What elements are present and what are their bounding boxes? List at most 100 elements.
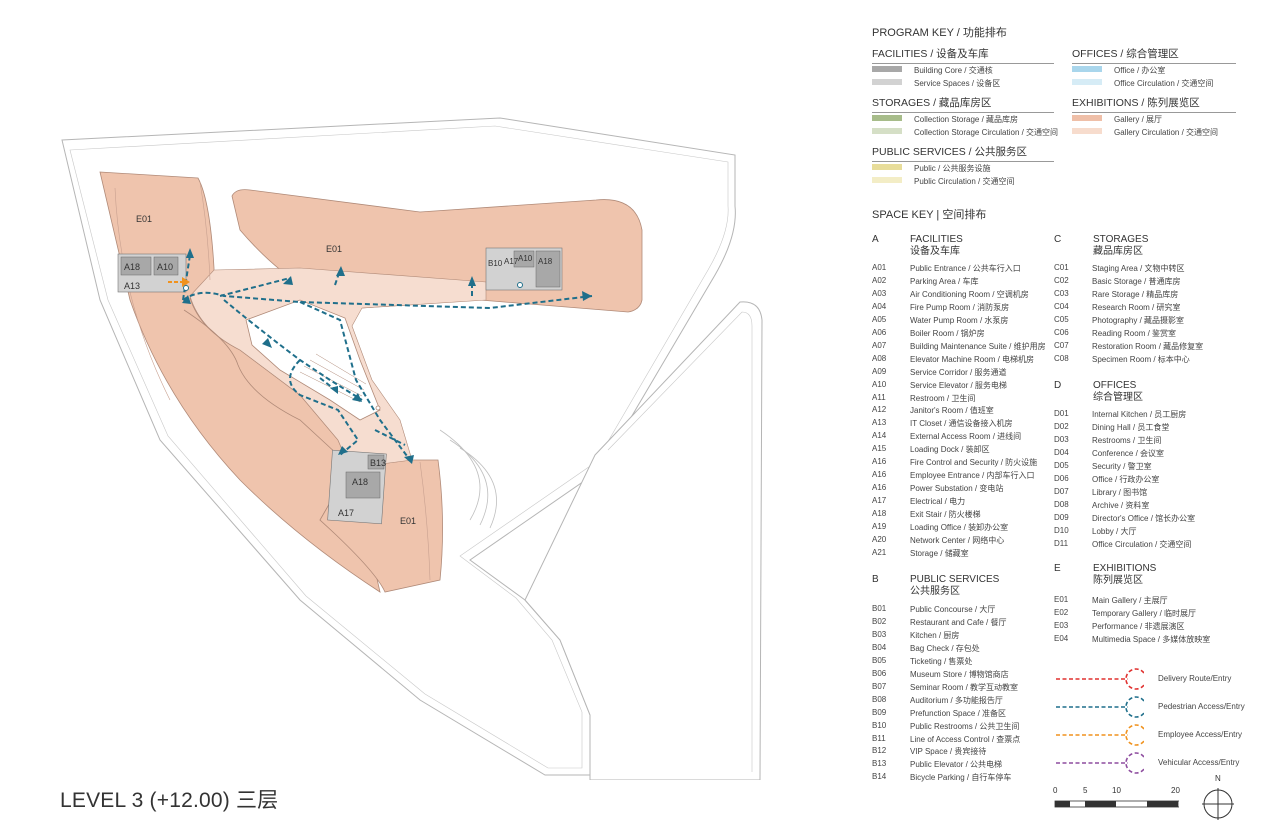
program-group-storages: STORAGES / 藏品库房区	[872, 95, 1054, 113]
space-code: A16	[872, 470, 887, 480]
core-south-elevator	[367, 454, 385, 470]
space-name: Auditorium / 多功能报告厅	[910, 695, 1003, 705]
space-name: Internal Kitchen / 员工厨房	[1092, 410, 1187, 419]
space-code: B02	[872, 616, 887, 626]
swatch-label: Gallery / 展厅	[1114, 115, 1163, 124]
pedestrian-routes	[182, 254, 593, 461]
swatch-label: Public Circulation / 交通空间	[914, 177, 1015, 186]
space-code: A17	[872, 496, 887, 506]
core-label: A17	[338, 508, 354, 518]
space-name: Fire Pump Room / 消防泵房	[910, 302, 1010, 312]
space-code: B10	[872, 720, 887, 730]
space-code: A08	[872, 353, 887, 363]
ramp-lines	[299, 353, 367, 403]
plaza-arc-2	[449, 439, 489, 526]
swatch-label: Building Core / 交通核	[914, 66, 993, 75]
space-code: D11	[1054, 538, 1069, 548]
swatch-label: Service Spaces / 设备区	[914, 79, 1001, 88]
space-code: C06	[1054, 327, 1069, 337]
space-name: Air Conditioning Room / 空调机房	[910, 289, 1029, 299]
space-name: Employee Entrance / 内部车行入口	[910, 471, 1035, 481]
space-code: C05	[1054, 314, 1069, 324]
space-code: B05	[872, 655, 887, 665]
scale-tick: 0	[1053, 786, 1058, 795]
space-name: Prefunction Space / 准备区	[910, 708, 1007, 718]
swatch	[1072, 66, 1102, 72]
space-name: Restoration Room / 藏品修复室	[1092, 341, 1204, 351]
space-name: Public Concourse / 大厅	[910, 605, 996, 614]
swatch-label: Office Circulation / 交通空间	[1114, 79, 1214, 88]
space-name: Boiler Room / 锅炉房	[910, 328, 985, 338]
section-letter: C	[1054, 234, 1062, 245]
space-name: Public Entrance / 公共车行入口	[910, 264, 1021, 273]
swatch	[872, 128, 902, 134]
space-name: Power Substation / 变电站	[910, 484, 1004, 494]
space-name: Bicycle Parking / 自行车停车	[910, 773, 1012, 783]
space-name: Office Circulation / 交通空间	[1092, 539, 1192, 549]
plaza-arc	[439, 429, 481, 521]
space-code: B14	[872, 772, 887, 782]
space-name: Rare Storage / 精品库房	[1092, 289, 1179, 299]
section-letter: B	[872, 574, 879, 585]
site-outline-inner	[69, 125, 729, 769]
space-code: E03	[1054, 620, 1069, 630]
space-code: E01	[1054, 595, 1069, 604]
gallery-north-label: E01	[326, 244, 342, 254]
site-wedge	[524, 301, 763, 780]
core-south-stair	[345, 471, 381, 499]
space-code: C02	[1054, 275, 1069, 285]
space-code: A05	[872, 314, 887, 324]
space-name: Elevator Machine Room / 电梯机房	[910, 354, 1035, 364]
north-arrow-icon	[1202, 788, 1234, 820]
space-name: Parking Area / 车库	[910, 276, 979, 286]
space-name: Photography / 藏品摄影室	[1092, 315, 1185, 325]
space-code: A16	[872, 483, 887, 493]
key-panel: PROGRAM KEY / 功能排布 FACILITIES / 设备及车库 Bu…	[872, 18, 1272, 820]
space-code: A16	[872, 457, 887, 467]
core-label: A10	[157, 262, 173, 272]
space-code: A02	[872, 275, 887, 285]
core-label: A18	[124, 262, 140, 272]
space-name: Performance / 非遗展演区	[1092, 621, 1185, 631]
space-name: Bag Check / 存包处	[910, 643, 980, 653]
space-code: A12	[872, 405, 887, 415]
space-name: IT Closet / 通信设备接入机房	[910, 419, 1013, 429]
space-code: C07	[1054, 340, 1069, 350]
space-name: Service Elevator / 服务电梯	[910, 380, 1007, 390]
space-code: D04	[1054, 447, 1069, 457]
swatch-label: Public / 公共服务设施	[914, 164, 991, 173]
space-name: Director's Office / 馆长办公室	[1092, 513, 1196, 523]
space-code: C04	[1054, 301, 1069, 311]
space-name: Office / 行政办公室	[1092, 474, 1160, 484]
level-title: LEVEL 3 (+12.00) 三层	[60, 789, 279, 812]
swatch	[872, 177, 902, 183]
space-code: D02	[1054, 421, 1069, 431]
space-code: D05	[1054, 460, 1069, 470]
swatch	[1072, 115, 1102, 121]
space-name: Restaurant and Cafe / 餐厅	[910, 617, 1007, 627]
core-west-stair	[120, 256, 152, 276]
program-group-facilities: FACILITIES / 设备及车库	[872, 46, 1054, 64]
space-code: B06	[872, 668, 887, 678]
swatch	[872, 115, 902, 121]
space-code: C01	[1054, 263, 1069, 272]
space-code: D01	[1054, 409, 1069, 418]
space-code: B01	[872, 604, 887, 613]
space-code: B04	[872, 642, 887, 652]
space-code: A04	[872, 301, 887, 311]
space-code: A10	[872, 379, 887, 389]
core-west-elevator	[153, 256, 179, 276]
swatch	[1072, 128, 1102, 134]
space-name: Kitchen / 厨房	[910, 630, 960, 640]
north-label: N	[1215, 774, 1221, 783]
space-name: Storage / 储藏室	[910, 548, 969, 558]
space-name: Loading Office / 装卸办公室	[910, 523, 1009, 532]
core-label: A18	[538, 257, 553, 266]
space-code: A20	[872, 534, 887, 544]
space-name: Service Corridor / 服务通道	[910, 367, 1007, 377]
space-code: B09	[872, 707, 887, 717]
